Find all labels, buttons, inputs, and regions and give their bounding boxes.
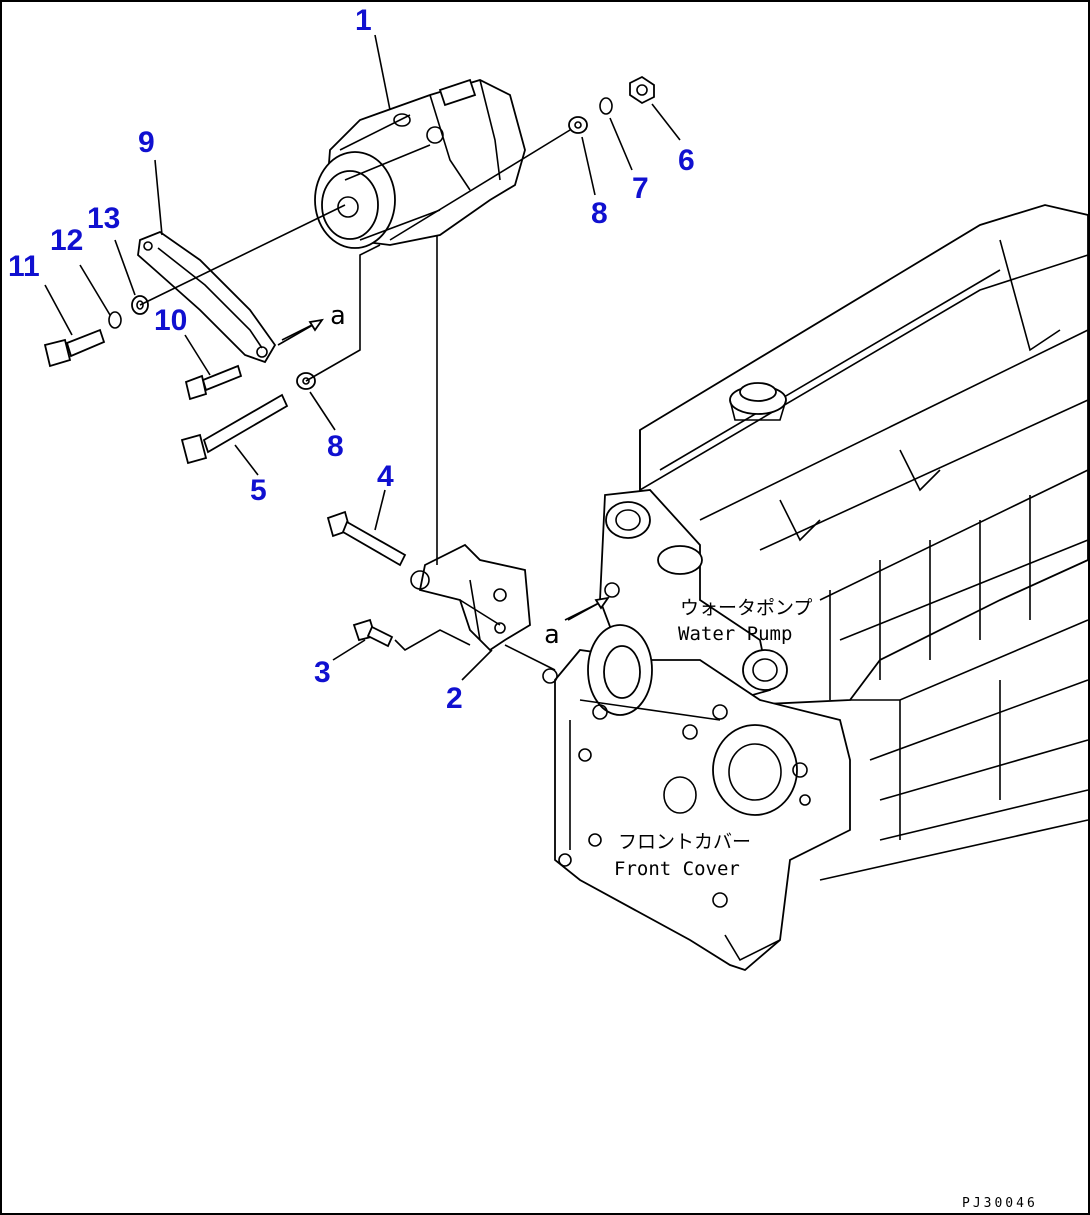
water-pump-label-en: Water Pump [678, 623, 792, 645]
engine-block [639, 204, 1089, 881]
bolt-11 [43, 328, 106, 368]
callout-10: 10 [154, 304, 187, 337]
bracket [410, 543, 531, 652]
front-cover [542, 624, 851, 972]
reference-arrow-a-upper [281, 318, 324, 341]
callout-6: 6 [678, 144, 695, 177]
assembly-lines [44, 34, 681, 681]
callout-8-upper: 8 [591, 197, 608, 230]
front-cover-label-jp: フロントカバー [618, 831, 751, 853]
alternator [314, 78, 526, 249]
callout-7: 7 [632, 172, 649, 205]
callout-12: 12 [50, 224, 83, 257]
callout-8-lower: 8 [327, 430, 344, 463]
callout-3: 3 [314, 656, 331, 689]
callout-11: 11 [8, 250, 40, 283]
callout-2: 2 [446, 682, 463, 715]
bolt-3 [352, 618, 394, 648]
adjusting-plate [137, 230, 277, 364]
callout-9: 9 [138, 126, 155, 159]
washer-8-upper [568, 116, 588, 134]
water-pump-label-jp: ウォータポンプ [680, 597, 812, 619]
bolt-4 [326, 510, 407, 567]
reference-arrow-a-lower [567, 596, 610, 621]
callout-4: 4 [377, 460, 394, 493]
bolt-5 [180, 393, 289, 465]
nut-6 [629, 75, 655, 105]
reference-label-a-lower: a [544, 620, 560, 650]
front-cover-label-en: Front Cover [614, 858, 740, 880]
callout-1: 1 [355, 4, 372, 37]
callout-5: 5 [250, 474, 267, 507]
callout-13: 13 [87, 202, 120, 235]
bolt-10 [184, 364, 243, 401]
reference-label-a-upper: a [330, 301, 346, 331]
drawing-code: PJ30046 [962, 1196, 1038, 1211]
lock-washer-7 [599, 97, 613, 115]
lock-washer-12 [108, 311, 122, 329]
